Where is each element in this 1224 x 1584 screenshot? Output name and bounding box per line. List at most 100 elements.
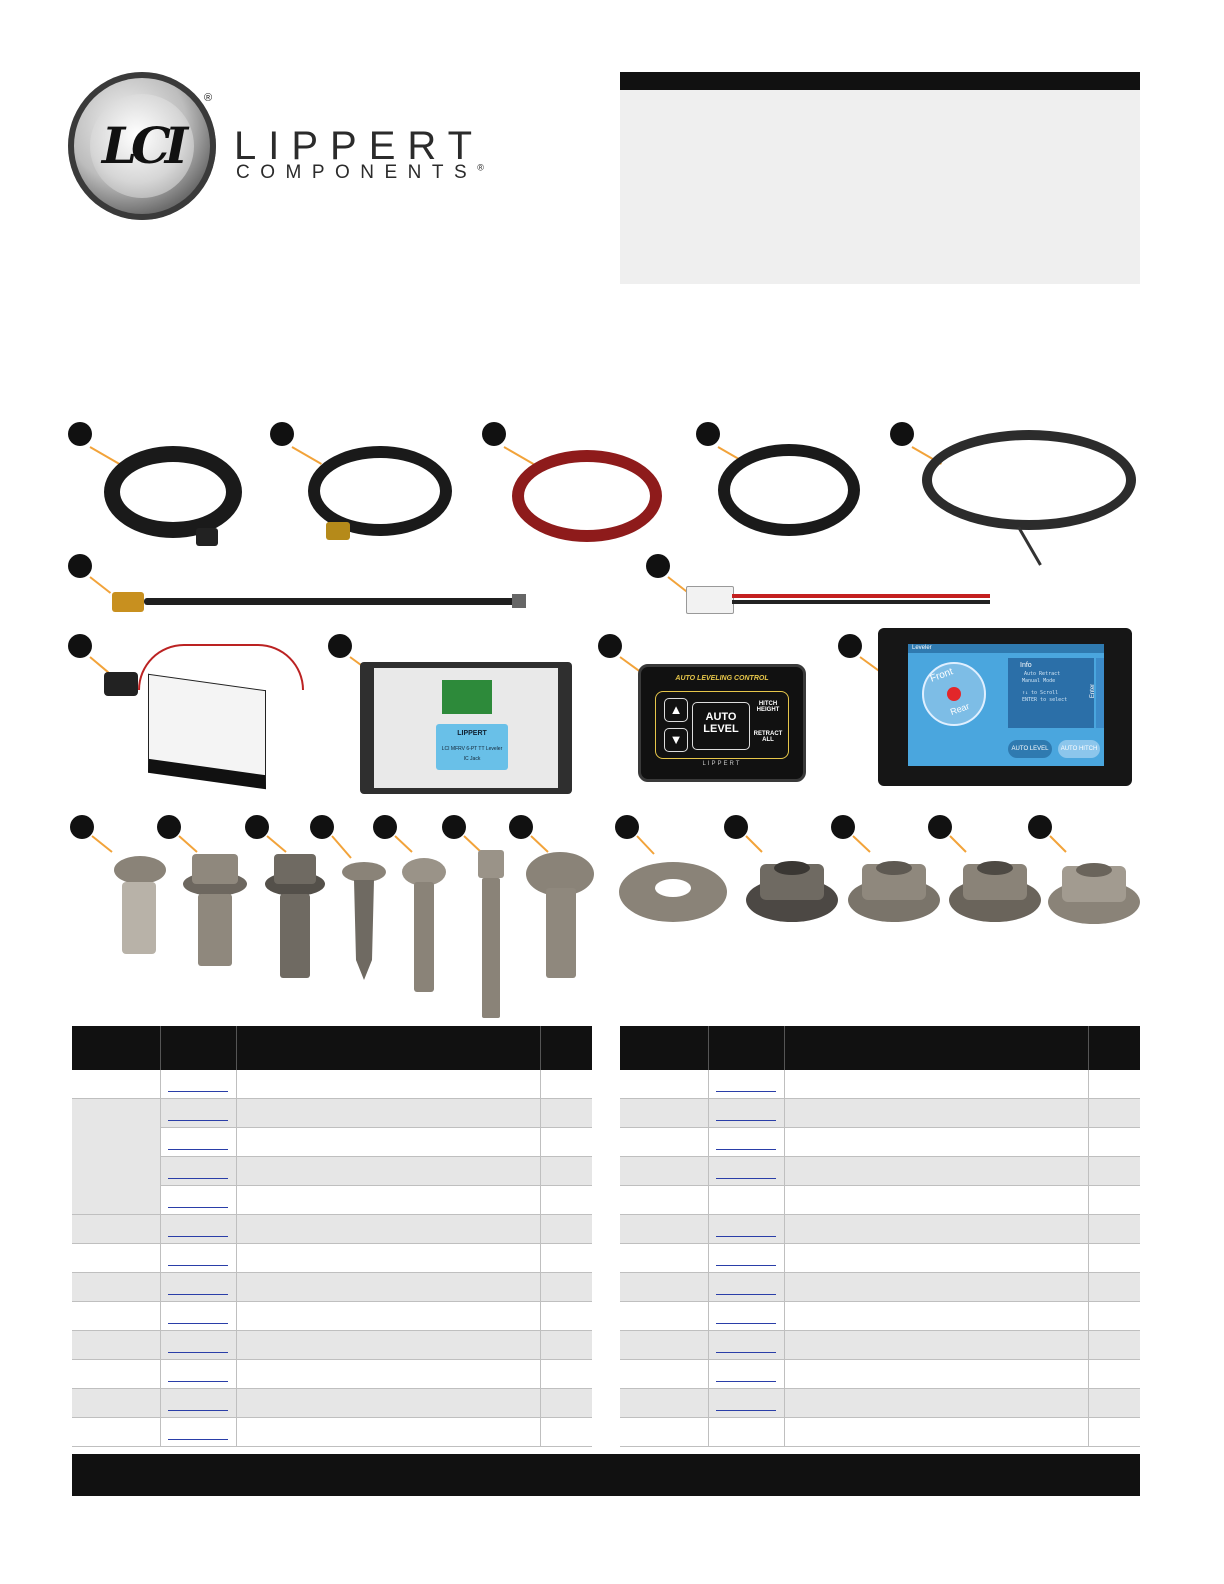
table-row (620, 1070, 1140, 1099)
header-cell (160, 1026, 237, 1070)
header-cell (784, 1026, 1089, 1070)
bolt-carriage (526, 852, 594, 978)
part-link[interactable] (160, 1156, 237, 1186)
table-row (72, 1330, 592, 1360)
part-link[interactable] (160, 1127, 237, 1157)
table-row (72, 1156, 592, 1186)
connector-graphic (326, 522, 350, 540)
logo-mark: LCI (101, 116, 188, 175)
controller-sub: IC Jack (463, 756, 481, 762)
item-bubble (68, 422, 92, 446)
table-row (620, 1301, 1140, 1331)
leader-line (745, 835, 763, 853)
table-row (72, 1272, 592, 1302)
part-link[interactable] (708, 1272, 785, 1302)
table-row (72, 1185, 592, 1215)
leader-line (463, 835, 482, 853)
cable-tail (1017, 526, 1042, 566)
level-dial: Front Rear (922, 662, 986, 726)
part-link[interactable] (160, 1272, 237, 1302)
item-bubble (70, 815, 94, 839)
item-bubble (890, 422, 914, 446)
leader-line (91, 835, 113, 853)
connector-graphic (112, 592, 144, 612)
part-link[interactable] (160, 1359, 237, 1389)
part-link[interactable] (160, 1301, 237, 1331)
item-bubble (68, 554, 92, 578)
touchscreen-display: Leveler Front Rear Info Auto Retract Man… (878, 628, 1132, 786)
up-arrow-icon: ▲ (664, 698, 688, 722)
part-link[interactable] (160, 1388, 237, 1418)
header-cell (72, 1026, 161, 1070)
leader-line (89, 576, 112, 594)
retract-all-button: RETRACT ALL (752, 726, 784, 752)
leader-line (331, 835, 352, 859)
auto-hitch-screen-button: AUTO HITCH (1058, 740, 1100, 758)
part-link[interactable] (708, 1070, 785, 1099)
item-bubble (442, 815, 466, 839)
retract-line2: ALL (762, 737, 774, 743)
brand-name-line2-text: COMPONENTS (236, 162, 478, 183)
leader-line (394, 835, 413, 853)
down-arrow-icon: ▼ (664, 728, 688, 752)
part-link[interactable] (708, 1243, 785, 1273)
table-row (620, 1127, 1140, 1157)
part-link[interactable] (708, 1098, 785, 1128)
leader-line (1049, 835, 1067, 853)
tilt-sensor-module (148, 673, 266, 790)
leader-line (636, 835, 655, 855)
washer-flat (619, 862, 727, 922)
registered-mark: ® (204, 92, 213, 104)
part-link[interactable] (160, 1243, 237, 1273)
hitch-height-button: HITCH HEIGHT (752, 696, 784, 722)
item-bubble (838, 634, 862, 658)
item-bubble (615, 815, 639, 839)
auto-level-button: AUTO LEVEL (692, 702, 750, 750)
table-header-row (72, 1026, 592, 1070)
part-link[interactable] (708, 1156, 785, 1186)
parts-table-right (620, 1026, 1140, 1447)
leaders-row (91, 835, 1067, 859)
leader-line (530, 835, 549, 853)
part-link[interactable] (160, 1214, 237, 1244)
part-link[interactable] (160, 1070, 237, 1099)
screen-enter-label: Enter (1090, 683, 1097, 699)
table-row (620, 1417, 1140, 1447)
auto-level-screen-button: AUTO LEVEL (1008, 740, 1052, 758)
table-row (620, 1359, 1140, 1389)
harness-coil-3 (718, 444, 860, 536)
leader-line (852, 835, 871, 853)
document-info-header-bar (620, 72, 1140, 90)
controller-model: LCI MFRV 6-PT TT Leveler (441, 746, 503, 752)
part-link[interactable] (708, 1359, 785, 1389)
header-cell (1088, 1026, 1140, 1070)
bolt-flange-2 (265, 854, 325, 978)
part-link[interactable] (708, 1330, 785, 1360)
part-link[interactable] (708, 1127, 785, 1157)
part-link[interactable] (708, 1388, 785, 1418)
connector-graphic (104, 672, 138, 696)
item-bubble (598, 634, 622, 658)
screw-self-drilling (402, 858, 446, 992)
table-row (72, 1098, 592, 1215)
power-cable-coil (512, 450, 662, 542)
leader-line (949, 835, 967, 853)
item-bubble (696, 422, 720, 446)
table-row (72, 1417, 592, 1447)
controller-label: LIPPERT LCI MFRV 6-PT TT Leveler IC Jack (436, 724, 508, 770)
document-info-panel (620, 72, 1140, 284)
connector-graphic (512, 594, 526, 608)
part-link[interactable] (160, 1417, 237, 1447)
menu-manual-mode: Manual Mode (1022, 678, 1056, 684)
part-link[interactable] (160, 1330, 237, 1360)
part-link[interactable] (708, 1214, 785, 1244)
part-link[interactable] (708, 1301, 785, 1331)
menu-auto-retract: Auto Retract (1024, 671, 1061, 677)
item-bubble (328, 634, 352, 658)
header-cell (620, 1026, 709, 1070)
level-bubble-indicator (947, 687, 961, 701)
screw-phillips-pointed (342, 862, 386, 980)
sensor-lead-wire (138, 644, 304, 690)
part-link[interactable] (160, 1098, 237, 1128)
part-link[interactable] (160, 1185, 237, 1215)
